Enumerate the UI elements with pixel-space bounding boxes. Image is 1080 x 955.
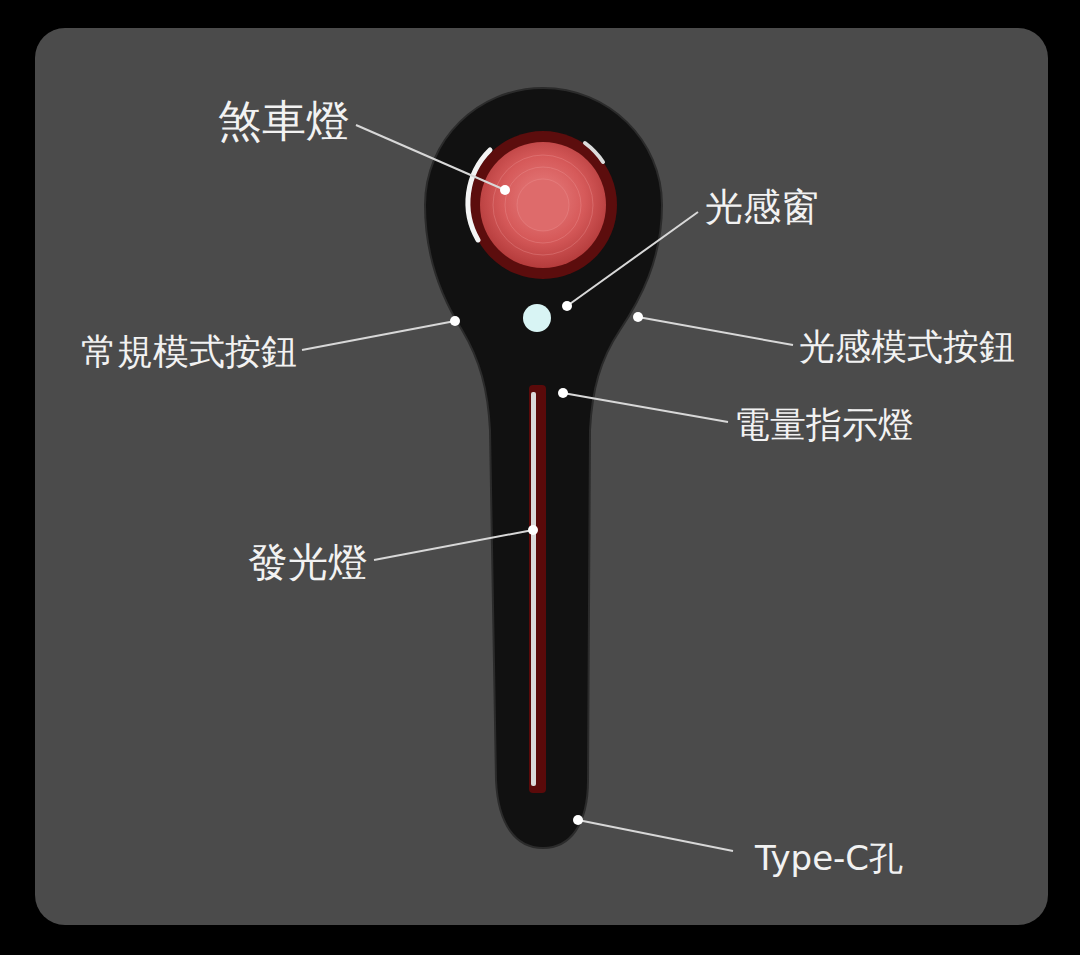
part-label: 光感窗 <box>705 185 819 231</box>
leader-dot <box>558 388 568 398</box>
leader-line <box>638 317 793 345</box>
light-sensor-window <box>523 304 551 332</box>
leader-line <box>567 212 698 306</box>
device-body <box>425 88 662 848</box>
leader-lines <box>302 125 793 851</box>
part-label: Type-C孔 <box>755 838 903 879</box>
leader-dot <box>562 301 572 311</box>
part-label: 電量指示燈 <box>734 403 914 446</box>
lamp-ring <box>469 131 617 279</box>
leader-line <box>563 393 728 422</box>
part-label: 煞車燈 <box>218 95 350 148</box>
leader-line <box>578 820 733 851</box>
brake-lamp <box>480 142 606 268</box>
leader-dot <box>633 312 643 322</box>
leader-dots <box>450 185 643 825</box>
lamp-highlight <box>468 150 490 240</box>
leader-dot <box>500 185 510 195</box>
part-label: 常規模式按鈕 <box>81 330 297 373</box>
leader-line <box>374 530 533 560</box>
leader-line <box>302 321 455 350</box>
lamp-ring-line <box>505 167 581 243</box>
light-strip <box>529 385 546 793</box>
leader-dot <box>528 525 538 535</box>
leader-line <box>356 125 505 190</box>
lamp-center <box>517 179 569 231</box>
lamp-highlight <box>585 143 603 162</box>
part-label: 發光燈 <box>248 538 368 586</box>
light-strip-shine <box>531 392 536 786</box>
lamp-ring-line <box>493 155 593 255</box>
part-label: 光感模式按鈕 <box>799 325 1015 368</box>
leader-dot <box>573 815 583 825</box>
leader-dot <box>450 316 460 326</box>
